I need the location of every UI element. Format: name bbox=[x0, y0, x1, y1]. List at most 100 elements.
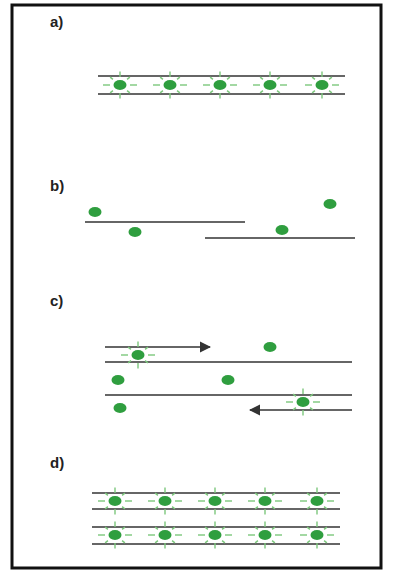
glow-ray bbox=[275, 500, 282, 501]
glow-ray bbox=[225, 500, 232, 501]
glow-ray bbox=[130, 84, 137, 85]
panel-label: d) bbox=[50, 455, 64, 470]
glow-ray bbox=[198, 534, 205, 535]
glow-ray bbox=[272, 527, 275, 529]
glow-ray bbox=[321, 93, 322, 99]
dot-body bbox=[112, 375, 125, 385]
glow-ray bbox=[222, 541, 225, 543]
glow-ray bbox=[172, 541, 175, 543]
glow-ray bbox=[125, 500, 132, 501]
glow-ray bbox=[310, 408, 313, 410]
glow-ray bbox=[222, 493, 225, 495]
dot-body bbox=[114, 80, 127, 90]
dot-body bbox=[159, 496, 172, 506]
glow-ray bbox=[253, 84, 260, 85]
glow-ray bbox=[260, 77, 263, 79]
glow-ray bbox=[155, 541, 158, 543]
glow-ray bbox=[248, 500, 255, 501]
fluorescent-dot bbox=[276, 225, 289, 235]
glow-ray bbox=[155, 507, 158, 509]
glow-ray bbox=[305, 84, 312, 85]
glow-ray bbox=[272, 507, 275, 509]
glow-ray bbox=[127, 77, 130, 79]
dot-body bbox=[264, 80, 277, 90]
fluorescent-dot bbox=[148, 487, 182, 514]
fluorescent-dot bbox=[222, 375, 235, 385]
strand-line bbox=[92, 508, 340, 510]
glow-ray bbox=[114, 509, 115, 515]
glow-ray bbox=[122, 527, 125, 529]
dot-body bbox=[209, 496, 222, 506]
glow-ray bbox=[169, 93, 170, 99]
glow-ray bbox=[264, 509, 265, 515]
fluorescent-dot bbox=[300, 487, 334, 514]
glow-ray bbox=[300, 500, 307, 501]
glow-ray bbox=[114, 487, 115, 493]
glow-ray bbox=[307, 541, 310, 543]
glow-ray bbox=[205, 507, 208, 509]
glow-ray bbox=[275, 534, 282, 535]
strand-line bbox=[250, 409, 352, 411]
dot-body bbox=[159, 530, 172, 540]
glow-ray bbox=[327, 500, 334, 501]
glow-ray bbox=[329, 77, 332, 79]
glow-ray bbox=[316, 521, 317, 527]
dot-body bbox=[311, 496, 324, 506]
glow-ray bbox=[121, 354, 128, 355]
dot-body bbox=[311, 530, 324, 540]
dot-body bbox=[259, 496, 272, 506]
glow-ray bbox=[227, 77, 230, 79]
fluorescent-dot bbox=[129, 227, 142, 237]
glow-ray bbox=[269, 93, 270, 99]
dot-body bbox=[164, 80, 177, 90]
glow-ray bbox=[164, 509, 165, 515]
dot-body bbox=[214, 80, 227, 90]
panel-label: a) bbox=[50, 14, 63, 29]
glow-ray bbox=[205, 541, 208, 543]
glow-ray bbox=[324, 527, 327, 529]
glow-ray bbox=[203, 84, 210, 85]
glow-ray bbox=[222, 527, 225, 529]
dot-body bbox=[222, 375, 235, 385]
glow-ray bbox=[312, 91, 315, 93]
glow-ray bbox=[169, 71, 170, 77]
fluorescent-dot bbox=[248, 487, 282, 514]
glow-ray bbox=[114, 521, 115, 527]
fluorescent-dot bbox=[253, 71, 287, 98]
glow-ray bbox=[293, 408, 296, 410]
glow-ray bbox=[230, 84, 237, 85]
dot-body bbox=[129, 227, 142, 237]
glow-ray bbox=[324, 541, 327, 543]
strand-line bbox=[85, 221, 245, 223]
glow-ray bbox=[307, 507, 310, 509]
dot-body bbox=[324, 199, 337, 209]
glow-ray bbox=[105, 527, 108, 529]
glow-ray bbox=[137, 341, 138, 347]
glow-ray bbox=[122, 541, 125, 543]
fluorescent-dot bbox=[324, 199, 337, 209]
strand-line bbox=[98, 75, 345, 77]
glow-ray bbox=[316, 487, 317, 493]
glow-ray bbox=[127, 91, 130, 93]
fluorescent-dot bbox=[98, 521, 132, 548]
strand-line bbox=[105, 394, 352, 396]
glow-ray bbox=[260, 91, 263, 93]
glow-ray bbox=[310, 394, 313, 396]
glow-ray bbox=[180, 84, 187, 85]
glow-ray bbox=[155, 493, 158, 495]
fluorescent-dot bbox=[103, 71, 137, 98]
glow-ray bbox=[172, 507, 175, 509]
glow-ray bbox=[105, 541, 108, 543]
glow-ray bbox=[227, 91, 230, 93]
glow-ray bbox=[119, 93, 120, 99]
panel-label: c) bbox=[50, 293, 63, 308]
glow-ray bbox=[307, 527, 310, 529]
glow-ray bbox=[110, 77, 113, 79]
glow-ray bbox=[280, 84, 287, 85]
fluorescent-dot bbox=[286, 388, 320, 415]
glow-ray bbox=[255, 541, 258, 543]
glow-ray bbox=[332, 84, 339, 85]
glow-ray bbox=[269, 71, 270, 77]
glow-ray bbox=[302, 388, 303, 394]
